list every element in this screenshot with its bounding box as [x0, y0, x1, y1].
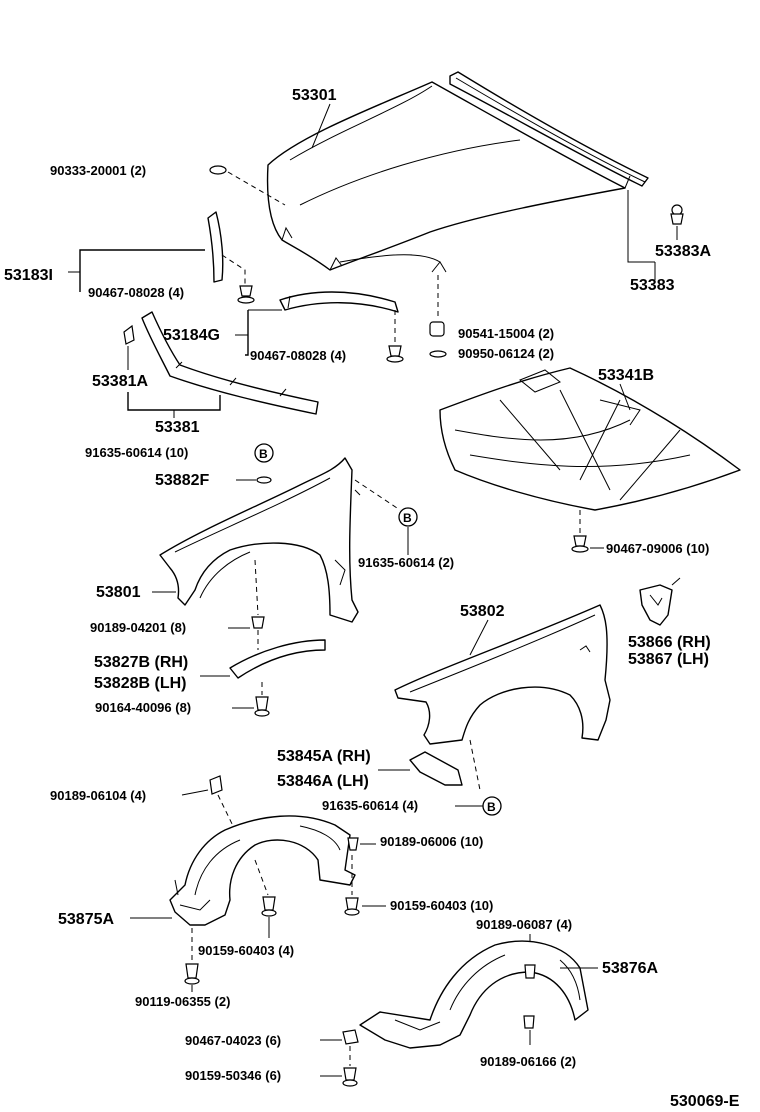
- screw-a-icon: [344, 897, 360, 916]
- label-insulator-clip: 90467-09006 (10): [606, 541, 709, 556]
- fender-lh-part: [394, 604, 611, 745]
- fender-washer-icon: [256, 476, 272, 484]
- figure-id: 530069-E: [670, 1093, 740, 1110]
- ref-b-circle-2: [398, 507, 418, 527]
- label-clip-seal-lh: 90467-08028 (4): [250, 348, 346, 363]
- seal-rh-part: [207, 211, 224, 283]
- label-hood: 53301: [292, 87, 337, 104]
- hood-insulator: [439, 367, 741, 511]
- splash-shield-part: [409, 751, 463, 786]
- label-insulator: 53341B: [598, 367, 654, 384]
- label-splash-bolt: 91635-60614 (4): [322, 798, 418, 813]
- label-fender-bolt-side: 91635-60614 (2): [358, 555, 454, 570]
- seal-lower-clip-icon: [123, 324, 135, 345]
- label-seal-lh: 53184G: [163, 327, 220, 344]
- label-liner-screw-a: 90159-60403 (10): [390, 898, 493, 913]
- leader-hood: [311, 103, 331, 149]
- label-washer: 90950-06124 (2): [458, 346, 554, 361]
- label-hood-cushion: 90333-20001 (2): [50, 163, 146, 178]
- label-moulding-lh: 53828B (LH): [94, 675, 186, 692]
- nut-a-icon: [209, 775, 223, 795]
- ref-b-circle-1: [254, 443, 274, 463]
- hood-panel: [266, 81, 626, 273]
- seal-clip-icon: [670, 204, 684, 225]
- label-fender-bolt-top: 91635-60614 (10): [85, 445, 188, 460]
- ref-b-text-1: B: [259, 447, 268, 461]
- label-splash-lh: 53846A (LH): [277, 773, 369, 790]
- clip-a-icon: [184, 963, 200, 985]
- label-stopper: 90541-15004 (2): [458, 326, 554, 341]
- seal-lower-part: [141, 311, 319, 415]
- label-seal-lower: 53381: [155, 419, 200, 436]
- label-liner-rh: 53875A: [58, 911, 114, 928]
- label-moulding-screw: 90164-40096 (8): [95, 700, 191, 715]
- hood-seal-strip: [449, 71, 649, 189]
- nut-c-icon: [524, 964, 536, 979]
- washer-icon: [429, 350, 447, 358]
- label-liner-lh: 53876A: [602, 960, 658, 977]
- moulding-screw-icon: [254, 696, 270, 717]
- label-moulding-rh: 53827B (RH): [94, 654, 188, 671]
- label-liner-nut-c: 90189-06087 (4): [476, 917, 572, 932]
- label-fender-washer: 53882F: [155, 472, 209, 489]
- insulator-clip-icon: [571, 535, 589, 553]
- label-liner-clip-b: 90467-04023 (6): [185, 1033, 281, 1048]
- ref-b-text-2: B: [403, 511, 412, 525]
- bracket-seal-lower: [127, 392, 221, 411]
- bracket-seal-lh: [245, 310, 249, 356]
- label-seal-lower-clip: 53381A: [92, 373, 148, 390]
- label-fender-nut: 90189-04201 (8): [90, 620, 186, 635]
- fender-nut-icon: [251, 616, 265, 629]
- label-bracket-lh: 53867 (LH): [628, 651, 709, 668]
- nut-b-icon: [347, 837, 359, 851]
- label-fender-rh: 53801: [96, 584, 141, 601]
- moulding-part: [229, 639, 326, 679]
- label-hood-seal-clip: 53383A: [655, 243, 711, 260]
- label-splash-rh: 53845A (RH): [277, 748, 371, 765]
- cushion-icon: [209, 165, 227, 175]
- label-liner-screw-b: 90159-60403 (4): [198, 943, 294, 958]
- label-bracket-rh: 53866 (RH): [628, 634, 711, 651]
- bracket-seal-rh: [79, 249, 205, 292]
- seal-lh-part: [279, 291, 399, 313]
- clip-seal-lh-icon: [386, 345, 404, 363]
- label-liner-clip-a: 90119-06355 (2): [135, 994, 230, 1009]
- label-liner-nut-a: 90189-06104 (4): [50, 788, 146, 803]
- clip-seal-rh-icon: [237, 285, 255, 304]
- label-liner-screw-c: 90159-50346 (6): [185, 1068, 281, 1083]
- leader-hood-seal: [627, 190, 655, 263]
- label-liner-nut-d: 90189-06166 (2): [480, 1054, 576, 1069]
- bracket-part: [639, 577, 681, 626]
- label-hood-seal: 53383: [630, 277, 675, 294]
- fender-rh-part: [159, 457, 361, 623]
- liner-lh-part: [359, 940, 589, 1049]
- ref-b-text-3: B: [487, 800, 496, 814]
- label-clip-seal-rh: 90467-08028 (4): [88, 285, 184, 300]
- stopper-icon: [429, 321, 445, 337]
- screw-b-icon: [261, 896, 277, 917]
- dash-cushion: [227, 171, 286, 206]
- screw-c-icon: [342, 1067, 358, 1087]
- label-liner-nut-b: 90189-06006 (10): [380, 834, 483, 849]
- clip-b-icon: [342, 1029, 359, 1045]
- liner-rh-part: [169, 815, 356, 926]
- label-fender-lh: 53802: [460, 603, 505, 620]
- label-seal-rh: 53183I: [4, 267, 53, 284]
- nut-d-icon: [523, 1015, 535, 1029]
